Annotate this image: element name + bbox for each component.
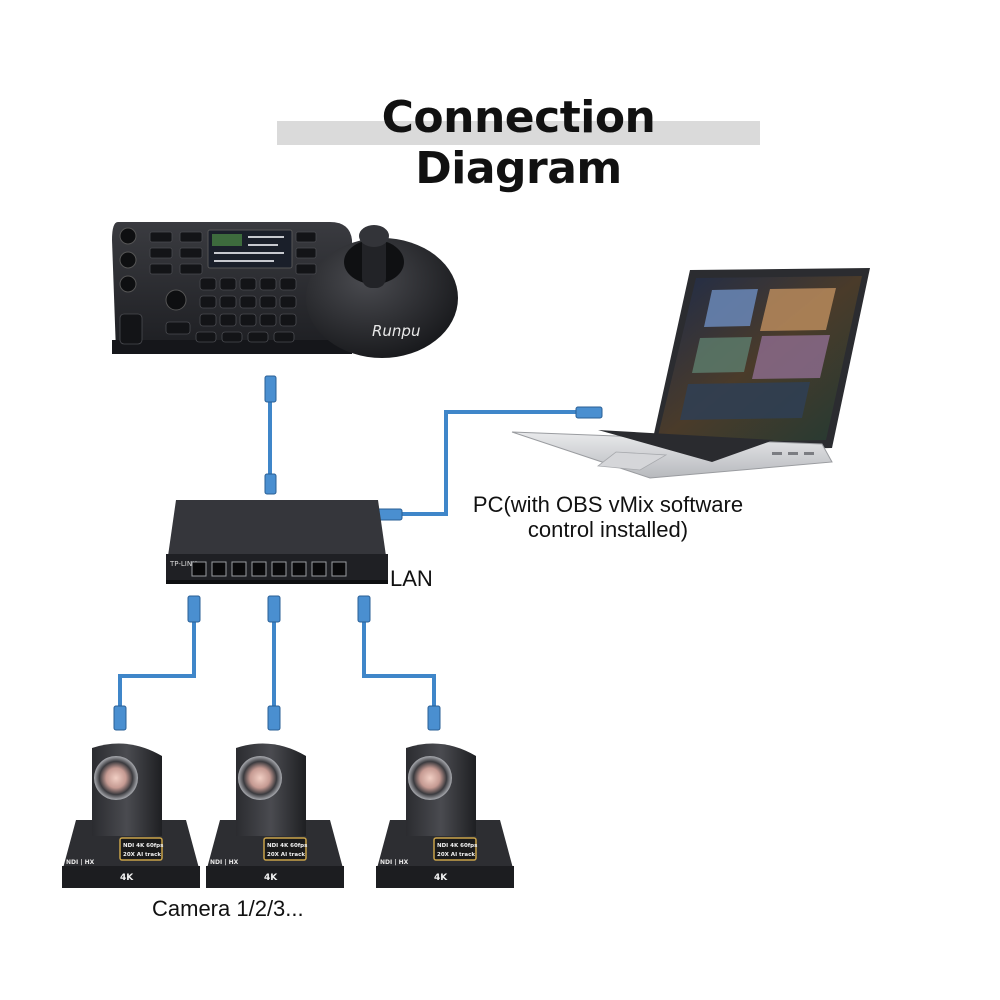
camera-badge	[433, 837, 477, 861]
laptop-keyboard	[598, 430, 774, 462]
camera-logo: NDI | HX	[66, 859, 95, 866]
cable-switch-camera-1	[118, 618, 196, 714]
camera-lens	[408, 756, 452, 800]
controller-keypad	[119, 231, 317, 345]
controller-knobs	[119, 227, 187, 311]
switch-top	[168, 500, 386, 556]
network-switch: TP-LINK	[166, 500, 388, 584]
camera-logo: NDI | HX	[210, 859, 239, 866]
ptz-controller: Runpu	[112, 222, 458, 358]
laptop-pc	[511, 268, 870, 479]
switch-brand: TP-LINK	[169, 560, 197, 568]
camera-badge-line2: 20X AI track	[437, 852, 475, 858]
rj45-connectors	[113, 375, 603, 731]
camera-4k: 4K	[120, 873, 134, 883]
ptz-camera-2: NDI 4K 60fps 20X AI track NDI | HX 4K	[206, 743, 344, 888]
laptop-trackpad	[596, 451, 668, 471]
plug-switch-top	[264, 473, 277, 495]
cable-switch-camera-3	[362, 618, 436, 714]
plug-cam3-top	[357, 595, 371, 623]
camera-4k: 4K	[434, 873, 448, 883]
pc-label-line-2: control installed)	[527, 517, 689, 542]
ptz-camera-1: NDI 4K 60fps 20X AI track NDI | HX 4K	[62, 743, 200, 888]
camera-badge-line1: NDI 4K 60fps	[437, 843, 478, 849]
pc-label: PC(with OBS vMix software control instal…	[458, 492, 758, 542]
network-cables	[118, 398, 578, 714]
plug-controller-top	[264, 375, 277, 403]
controller-brand: Runpu	[372, 322, 420, 340]
camera-badge	[119, 837, 163, 861]
lan-label: LAN	[390, 566, 433, 591]
camera-lens	[238, 756, 282, 800]
plug-cam3-bottom	[427, 705, 441, 731]
plug-cam1-bottom	[113, 705, 127, 731]
camera-4k: 4K	[264, 873, 278, 883]
page-title: Connection Diagram	[381, 92, 656, 194]
plug-cam1-top	[187, 595, 201, 623]
title-underline	[277, 121, 760, 145]
camera-label: Camera 1/2/3...	[152, 896, 304, 921]
joystick-dome	[306, 238, 458, 358]
plug-cam2-top	[267, 595, 281, 623]
camera-badge-line2: 20X AI track	[267, 852, 305, 858]
ptz-camera-3: NDI 4K 60fps 20X AI track NDI | HX 4K	[376, 743, 514, 888]
cable-switch-pc	[398, 410, 578, 516]
screen-windows	[680, 288, 836, 420]
camera-lens	[94, 756, 138, 800]
switch-ports	[191, 561, 347, 577]
plug-cam2-bottom	[267, 705, 281, 731]
camera-badge-line1: NDI 4K 60fps	[123, 843, 164, 849]
camera-badge-line2: 20X AI track	[123, 852, 161, 858]
pc-label-line-1: PC(with OBS vMix software	[472, 492, 744, 517]
camera-badge-line1: NDI 4K 60fps	[267, 843, 308, 849]
camera-logo: NDI | HX	[380, 859, 409, 866]
plug-pc	[575, 406, 603, 419]
camera-badge	[263, 837, 307, 861]
